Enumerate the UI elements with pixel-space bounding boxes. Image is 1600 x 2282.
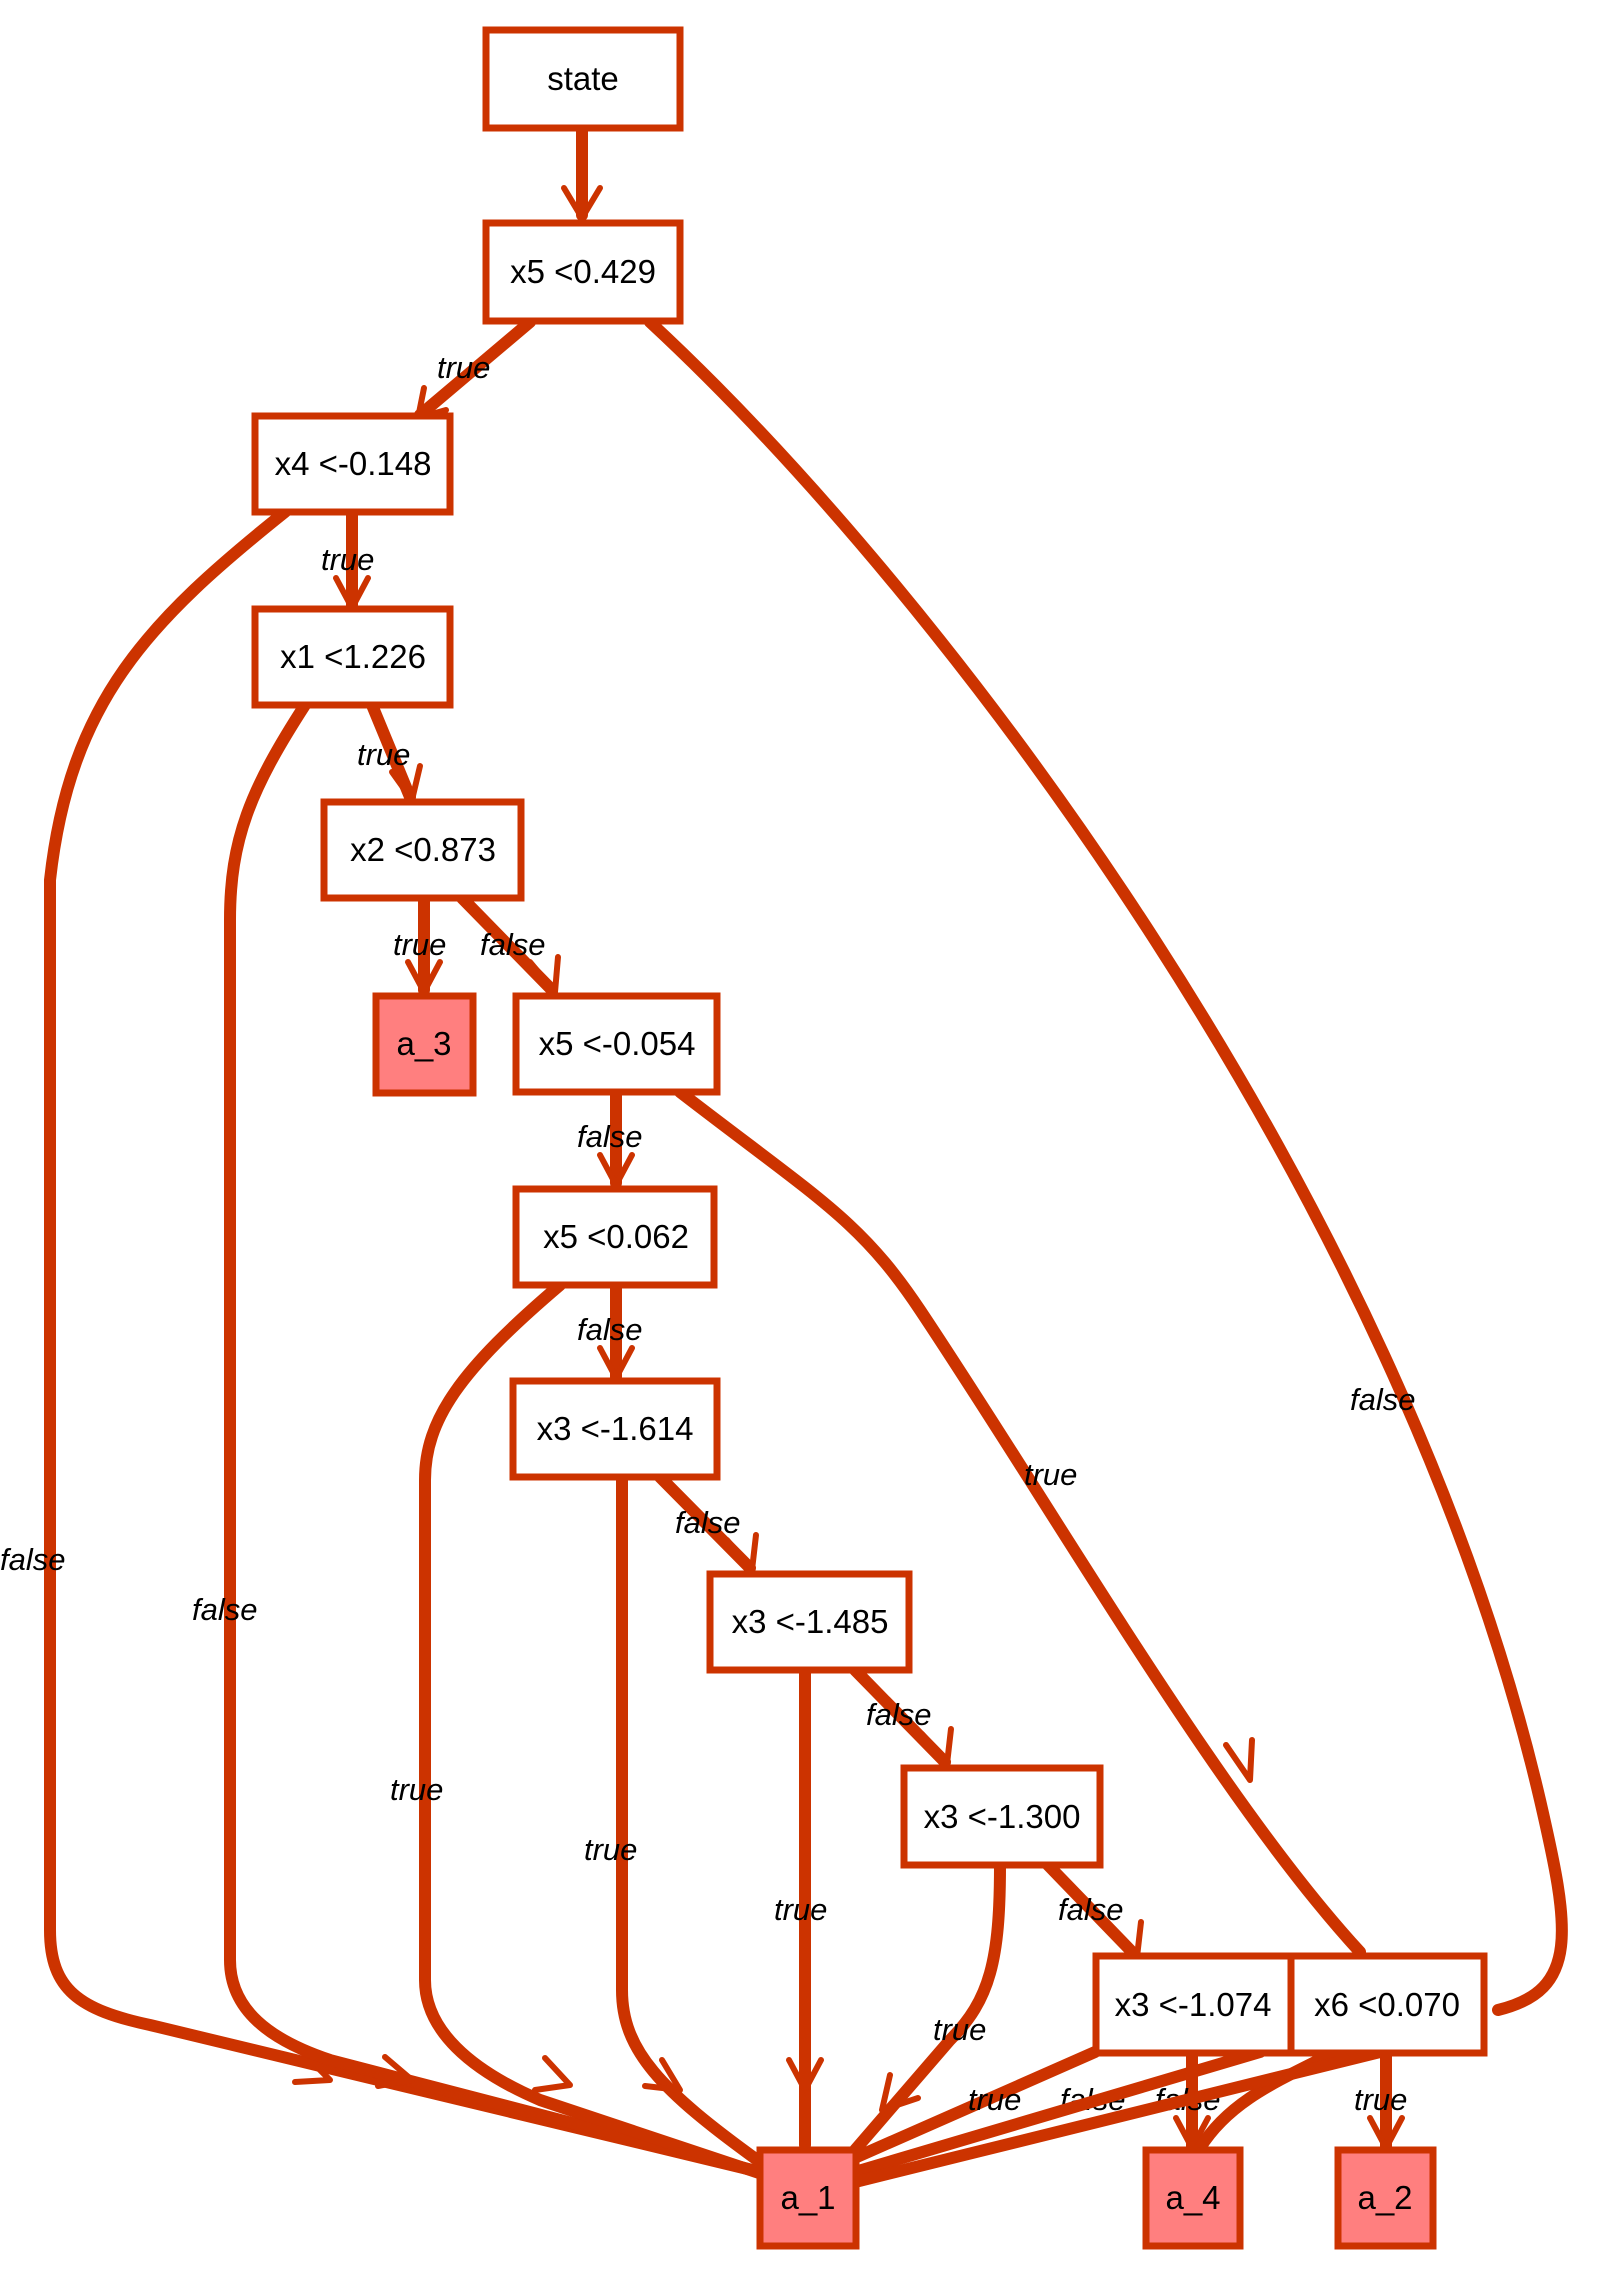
leaf-label: a_3 <box>396 1025 451 1062</box>
arrowhead <box>405 959 443 995</box>
arrowhead <box>724 1532 759 1573</box>
node-x4-neg0.148: x4 <-0.148 <box>251 412 454 516</box>
edge-x6-0.070-to-a1b <box>849 2046 1386 2188</box>
edge-x5-0.062-true <box>419 1279 771 2181</box>
node-label: x5 <0.429 <box>510 253 656 290</box>
leaf-label: a_2 <box>1357 2179 1412 2216</box>
node-x6-0.070: x6 <0.070 <box>1287 1952 1488 2057</box>
edge-label-true: true <box>1354 2082 1407 2117</box>
arrowhead <box>597 1152 635 1188</box>
arrowhead <box>919 1726 954 1767</box>
edge-x1-1.226-false <box>224 699 766 2178</box>
leaf-a2: a_2 <box>1334 2146 1437 2250</box>
node-x3-neg1.300: x3 <-1.300 <box>900 1764 1104 1869</box>
edge-label-true: true <box>390 1772 443 1807</box>
edge-label-false: false <box>1350 1382 1415 1417</box>
edge-x5-0.429-true <box>414 316 536 421</box>
edge-label-false: false <box>577 1312 642 1347</box>
edge-x3-neg1.614-true <box>616 1471 766 2168</box>
edge-label-false: false <box>866 1697 931 1732</box>
edge-x5-neg0.054-true <box>674 1086 1366 1958</box>
arrowhead <box>879 2072 921 2113</box>
node-label: x6 <0.070 <box>1314 1986 1460 2023</box>
node-x5-0.062: x5 <0.062 <box>512 1185 718 1289</box>
edge-x3-neg1.300-true <box>849 1859 1006 2156</box>
edge-label-false: false <box>480 927 545 962</box>
arrowhead <box>375 2054 415 2089</box>
leaf-a3: a_3 <box>372 992 477 1097</box>
leaf-a1: a_1 <box>756 2146 860 2250</box>
edge-label-false: false <box>192 1592 257 1627</box>
arrowhead <box>292 2052 333 2085</box>
edge-label-true: true <box>933 2012 986 2047</box>
node-x5-0.429: x5 <0.429 <box>482 219 684 325</box>
edge-label-false: false <box>0 1542 65 1577</box>
nodes: state x5 <0.429 x4 <-0.148 x1 <1.226 x2 … <box>251 26 1488 2250</box>
node-x3-neg1.485: x3 <-1.485 <box>706 1570 913 1674</box>
edge-label-true: true <box>968 2082 1021 2117</box>
arrowhead <box>1223 1737 1255 1783</box>
edge-label-false: false <box>1058 1892 1123 1927</box>
edge-label-true: true <box>1024 1457 1077 1492</box>
edge-label-true: true <box>584 1832 637 1867</box>
node-x3-neg1.074: x3 <-1.074 <box>1092 1952 1295 2057</box>
edge-x4-neg0.148-false <box>44 506 766 2178</box>
node-label: x4 <-0.148 <box>275 445 432 482</box>
node-label: x3 <-1.074 <box>1115 1986 1272 2023</box>
node-x2-0.873: x2 <0.873 <box>320 798 525 902</box>
edge-label-true: true <box>437 350 490 385</box>
edge-x1-1.226-true <box>366 699 416 803</box>
arrowhead <box>527 954 561 995</box>
node-label: state <box>547 60 619 97</box>
edge-x6-0.070-to-a1 <box>849 2046 1266 2178</box>
leaf-label: a_4 <box>1165 2179 1220 2216</box>
node-x1-1.226: x1 <1.226 <box>251 605 454 709</box>
arrowhead <box>786 2057 824 2093</box>
arrowhead <box>642 2057 683 2093</box>
edge-label-true: true <box>357 737 410 772</box>
edge-label-false: false <box>577 1119 642 1154</box>
arrowhead <box>561 185 603 221</box>
node-x5-neg0.054: x5 <-0.054 <box>512 992 721 1096</box>
edge-x6-0.070-false-to-a4 <box>1194 2046 1341 2154</box>
node-label: x3 <-1.300 <box>924 1798 1081 1835</box>
edges: true true true true false false false fa… <box>0 124 1568 2188</box>
edge-x3-neg1.074-true <box>844 2046 1101 2166</box>
node-label: x5 <-0.054 <box>539 1025 696 1062</box>
node-label: x3 <-1.485 <box>732 1603 889 1640</box>
node-label: x2 <0.873 <box>350 831 496 868</box>
edge-x5-0.429-false <box>644 316 1568 2016</box>
edge-label-true: true <box>393 927 446 962</box>
leaf-label: a_1 <box>780 2179 835 2216</box>
node-label: x3 <-1.614 <box>537 1410 694 1447</box>
edge-label-true: true <box>321 542 374 577</box>
edge-label-false: false <box>675 1505 740 1540</box>
arrowhead <box>532 2055 573 2093</box>
edge-label-true: true <box>774 1892 827 1927</box>
leaf-a4: a_4 <box>1142 2146 1244 2250</box>
node-state: state <box>482 26 684 132</box>
node-label: x1 <1.226 <box>280 638 426 675</box>
node-x3-neg1.614: x3 <-1.614 <box>509 1377 721 1481</box>
node-label: x5 <0.062 <box>543 1218 689 1255</box>
